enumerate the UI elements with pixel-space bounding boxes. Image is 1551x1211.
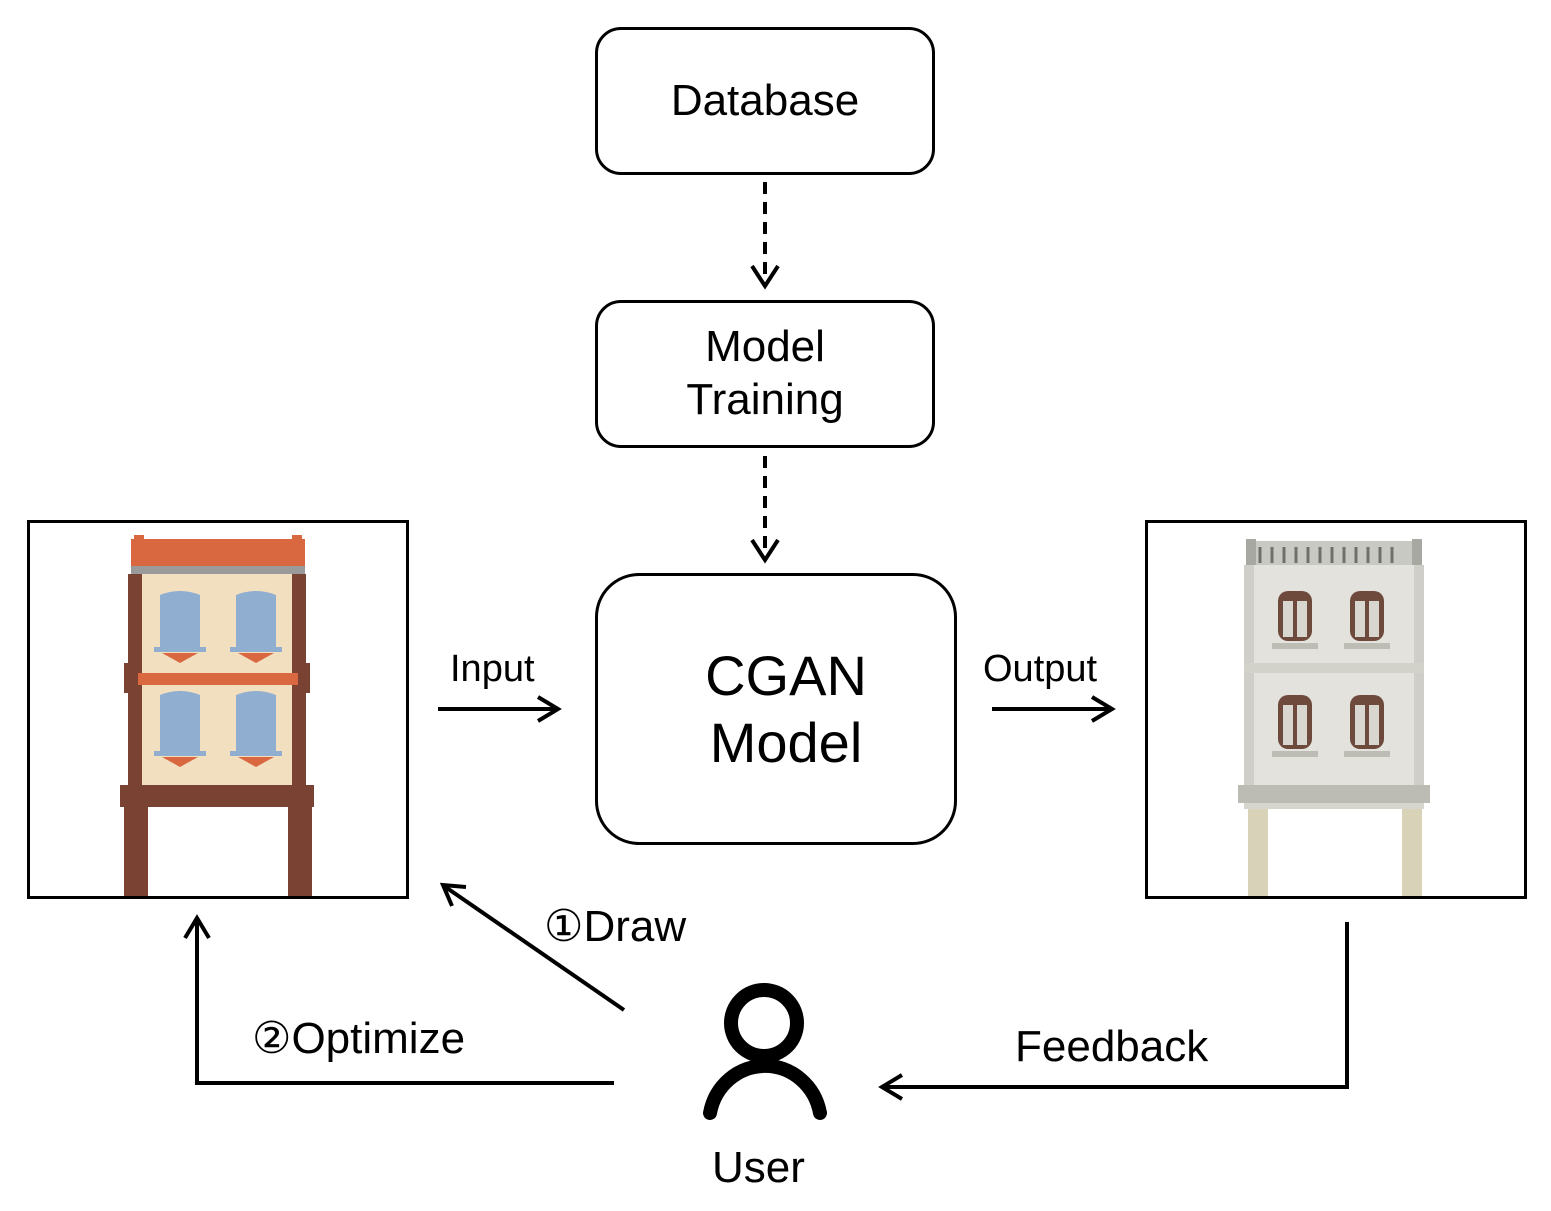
arrowhead-output bbox=[1090, 695, 1116, 723]
user-label: User bbox=[712, 1143, 805, 1192]
feedback-label: Feedback bbox=[1015, 1022, 1209, 1071]
cgan-model-node[interactable]: CGAN Model bbox=[595, 573, 957, 845]
arrowhead-feedback bbox=[878, 1073, 904, 1101]
arrowhead-optimize bbox=[183, 914, 211, 940]
arrow-feedback bbox=[882, 922, 1349, 1089]
output-label: Output bbox=[983, 648, 1098, 690]
arrowhead-training-to-cgan bbox=[750, 538, 780, 564]
cgan-label-line1: CGAN bbox=[705, 643, 867, 707]
arrowhead-draw bbox=[439, 882, 467, 907]
sketch-frame[interactable] bbox=[27, 520, 409, 899]
model-training-label-line1: Model bbox=[705, 322, 825, 372]
cgan-label-line2: Model bbox=[709, 711, 863, 774]
facade-photo-image bbox=[1238, 539, 1430, 897]
model-training-node[interactable]: Model Training bbox=[595, 300, 935, 448]
arrow-optimize bbox=[195, 920, 614, 1085]
database-label: Database bbox=[670, 75, 860, 125]
photo-frame[interactable] bbox=[1145, 520, 1527, 899]
arrow-draw bbox=[442, 884, 626, 1012]
draw-label: ①Draw bbox=[544, 902, 687, 951]
arrowhead-input bbox=[536, 695, 562, 723]
optimize-label: ②Optimize bbox=[252, 1014, 466, 1063]
input-label: Input bbox=[450, 648, 535, 690]
facade-sketch-image bbox=[120, 535, 314, 898]
database-node[interactable]: Database bbox=[595, 27, 935, 175]
model-training-label-line2: Training bbox=[686, 375, 844, 424]
arrowhead-database-to-training bbox=[750, 264, 780, 290]
